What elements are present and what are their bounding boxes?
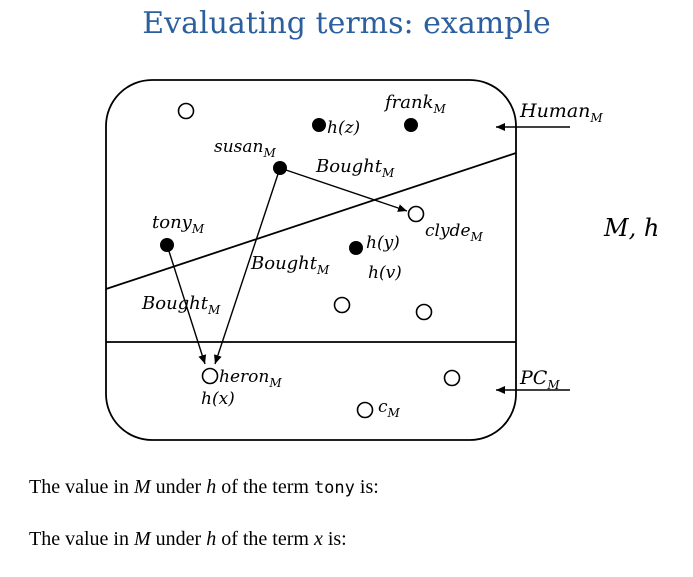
label-frank: frankM	[383, 92, 447, 116]
model-label: M, h	[603, 214, 659, 242]
label-heron: heronM	[219, 367, 282, 390]
label-bought-1: BoughtM	[315, 156, 395, 180]
question-term-tony: The value in M under h of the term tony …	[29, 476, 379, 498]
label-hz: h(z)	[327, 118, 360, 138]
label-hx: h(x)	[201, 389, 235, 409]
label-c: cM	[378, 397, 401, 420]
pc-set-label: PCM	[519, 367, 560, 392]
domain-box	[105, 79, 517, 441]
dot-heron	[201, 367, 219, 385]
dot-tony	[160, 238, 174, 252]
hollow-dot-2	[333, 296, 351, 314]
label-tony: tonyM	[152, 212, 205, 236]
label-bought-3: BoughtM	[141, 293, 221, 317]
bought-arrow-susan-heron	[214, 167, 281, 365]
label-hv: h(v)	[368, 263, 402, 283]
dot-c	[356, 401, 374, 419]
bought-arrow-susan-clyde	[279, 167, 408, 212]
hollow-dot-4	[443, 369, 461, 387]
hollow-dot-1	[177, 102, 195, 120]
slide-title: Evaluating terms: example	[142, 6, 551, 41]
question-term-x: The value in M under h of the term x is:	[29, 528, 347, 550]
hollow-dot-3	[415, 303, 433, 321]
dot-susan	[273, 161, 287, 175]
dot-hz	[312, 118, 326, 132]
label-clyde: clydeM	[425, 221, 484, 244]
label-bought-2: BoughtM	[250, 253, 330, 277]
label-hy: h(y)	[366, 233, 400, 253]
bought-arrow-tony-heron	[166, 244, 207, 365]
human-set-label: HumanM	[519, 100, 603, 125]
dot-clyde	[407, 205, 425, 223]
dot-frank	[404, 118, 418, 132]
label-susan: susanM	[214, 137, 276, 160]
dot-hy	[349, 241, 363, 255]
